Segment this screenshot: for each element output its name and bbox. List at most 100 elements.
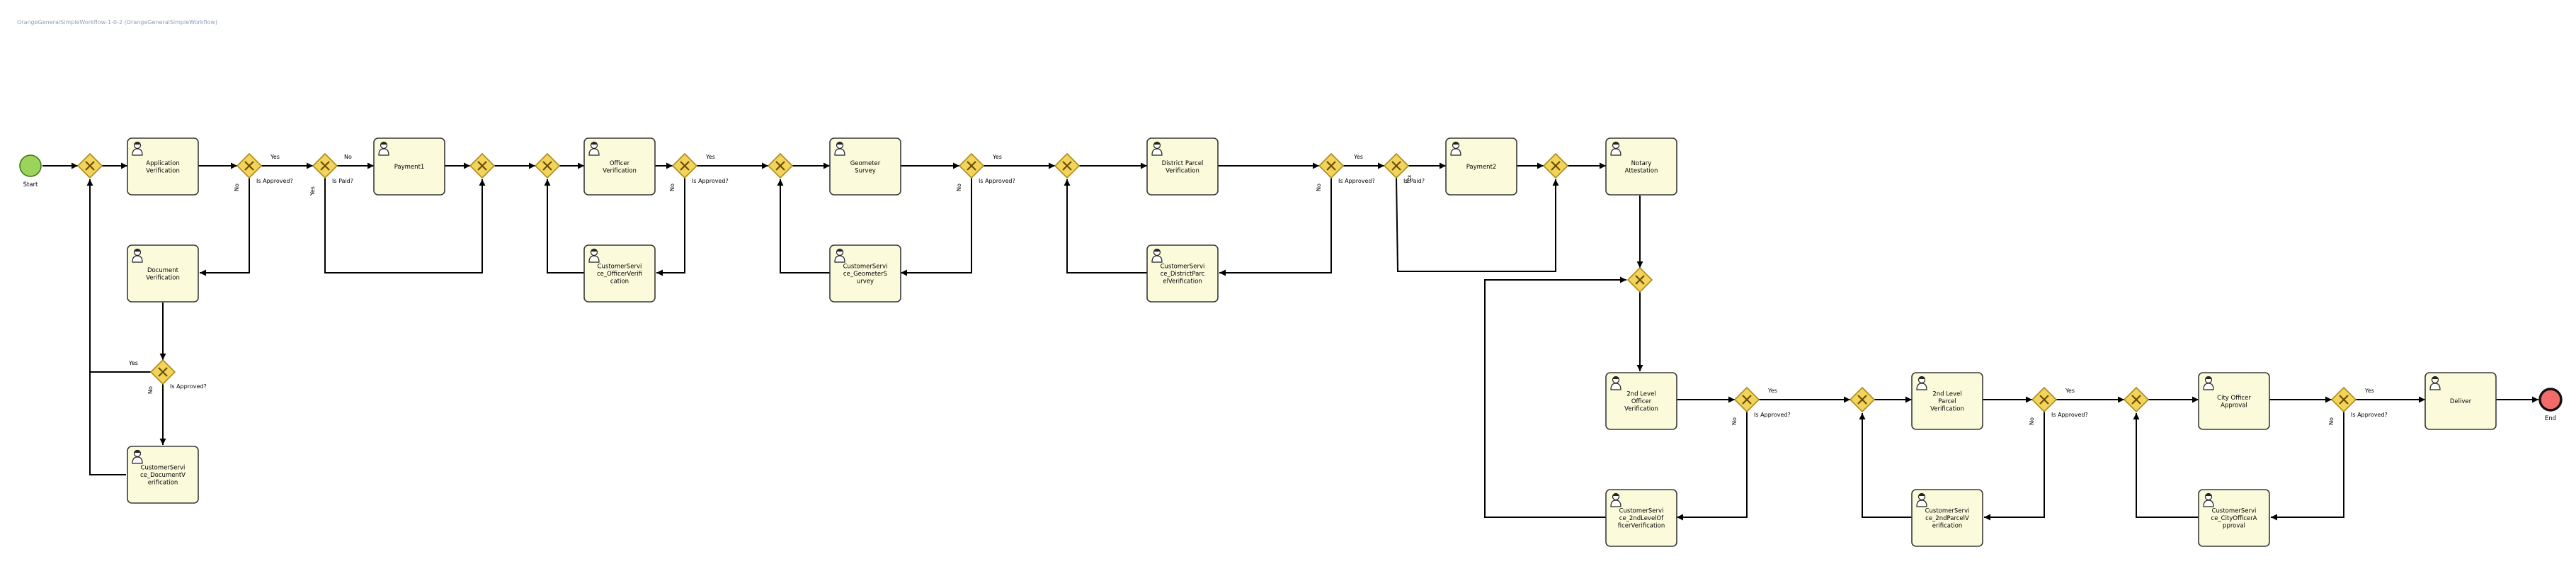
start-event[interactable]: Start xyxy=(19,154,42,188)
task-deliver[interactable]: Deliver xyxy=(2424,372,2497,430)
task-label-line: ficerVerification xyxy=(1618,523,1665,530)
exclusive-gateway[interactable] xyxy=(767,152,794,179)
task-label-line: Verification xyxy=(1166,167,1199,174)
task-label-line: Geometer xyxy=(850,160,881,167)
task-label-line: elVerification xyxy=(1163,278,1202,286)
user-task-icon xyxy=(588,141,600,156)
gateway-label-is-approved: Is Approved? xyxy=(1338,178,1375,184)
user-task-icon xyxy=(834,141,845,156)
exclusive-gateway[interactable] xyxy=(469,152,496,179)
exclusive-gateway[interactable] xyxy=(2330,386,2357,413)
task-label-line: Officer xyxy=(1631,398,1652,405)
exclusive-gateway[interactable] xyxy=(236,152,263,179)
task-label-line: CustomerServi xyxy=(141,465,186,472)
gateway-label-is-approved: Is Approved? xyxy=(692,178,729,184)
task-label-line: Survey xyxy=(855,167,876,174)
end-event-circle xyxy=(2538,388,2563,412)
task-label-line: cation xyxy=(610,278,629,286)
task-label-line: 2nd Level xyxy=(1932,391,1961,398)
exclusive-gateway[interactable] xyxy=(671,152,698,179)
task-label-line: Parcel xyxy=(1938,398,1956,405)
user-task-icon xyxy=(1610,376,1622,390)
flow-label-no: No xyxy=(1731,417,1738,425)
user-task-icon xyxy=(1151,141,1163,156)
task-customerservice-district-parcel-verification[interactable]: CustomerService_DistrictParcelVerificati… xyxy=(1146,244,1219,303)
gateway-label-is-approved: Is Approved? xyxy=(256,178,293,184)
task-label-line: ce_DocumentV xyxy=(140,472,186,479)
exclusive-gateway[interactable] xyxy=(312,152,338,179)
exclusive-gateway-icon xyxy=(477,161,487,171)
user-task-icon xyxy=(1916,492,1927,507)
task-box xyxy=(1146,137,1219,196)
flow-label-yes: Yes xyxy=(270,154,280,160)
flow-label-no: No xyxy=(1316,184,1322,191)
exclusive-gateway[interactable] xyxy=(2031,386,2058,413)
exclusive-gateway[interactable] xyxy=(76,152,103,179)
exclusive-gateway[interactable] xyxy=(1318,152,1345,179)
exclusive-gateway[interactable] xyxy=(1733,386,1760,413)
task-label-line: erification xyxy=(148,480,178,487)
flow-customerservice-back-to-gateway xyxy=(86,179,126,475)
exclusive-gateway[interactable] xyxy=(149,359,176,385)
flow-approved-no-to-customerservice xyxy=(901,178,972,276)
task-box xyxy=(1445,137,1517,196)
gateway-labels: Is Approved? Is Approved? Is Paid? Is Ap… xyxy=(170,178,2388,418)
user-task-icon xyxy=(834,248,845,263)
task-label-line: Document xyxy=(147,267,179,274)
task-customerservice-2nd-level-officer-verification[interactable]: CustomerService_2ndLevelOfficerVerificat… xyxy=(1605,489,1677,547)
flow-label-yes: Yes xyxy=(705,154,715,160)
flow-label-no: No xyxy=(344,154,352,160)
user-task-icon xyxy=(132,141,143,156)
exclusive-gateway[interactable] xyxy=(1542,152,1569,179)
flow-label-yes: Yes xyxy=(2065,388,2075,394)
gateway-label-is-paid: Is Paid? xyxy=(332,178,353,184)
flow-label-no: No xyxy=(2328,417,2335,425)
exclusive-gateway[interactable] xyxy=(534,152,561,179)
task-box xyxy=(583,244,656,303)
task-payment1[interactable]: Payment1 xyxy=(373,137,445,196)
exclusive-gateway[interactable] xyxy=(1849,386,1876,413)
user-task-icon xyxy=(588,248,600,263)
task-label-line: Application xyxy=(146,160,180,167)
exclusive-gateway-icon xyxy=(320,161,330,171)
exclusive-gateway[interactable] xyxy=(1626,266,1653,293)
exclusive-gateway[interactable] xyxy=(1383,152,1410,179)
flow-approved-no-to-customerservice xyxy=(656,178,685,276)
exclusive-gateway[interactable] xyxy=(958,152,985,179)
flow-customerservice-back-to-gateway xyxy=(1064,179,1147,273)
end-event[interactable]: End xyxy=(2538,388,2563,422)
flow-label-no: No xyxy=(147,386,154,394)
exclusive-gateway-icon xyxy=(2339,395,2349,405)
user-task-icon xyxy=(2429,376,2441,390)
flow-approved-no-to-customerservice xyxy=(1984,412,2045,521)
user-task-icon xyxy=(2203,492,2214,507)
exclusive-gateway-icon xyxy=(2039,395,2049,405)
task-label-line: ce_OfficerVerifi xyxy=(597,271,642,278)
task-label-line: Verification xyxy=(1930,406,1964,413)
flow-label-yes: Yes xyxy=(309,186,316,196)
user-task-icon xyxy=(1610,492,1622,507)
exclusive-gateway[interactable] xyxy=(2123,386,2150,413)
task-payment2[interactable]: Payment2 xyxy=(1445,137,1517,196)
task-label-line: Approval xyxy=(2221,402,2247,409)
flow-label-no: No xyxy=(234,184,240,191)
sequence-flows xyxy=(42,162,2538,521)
task-label-line: Verification xyxy=(146,167,180,174)
flow-label-yes: Yes xyxy=(1404,174,1413,186)
task-box xyxy=(127,137,199,196)
exclusive-gateway[interactable] xyxy=(1054,152,1081,179)
